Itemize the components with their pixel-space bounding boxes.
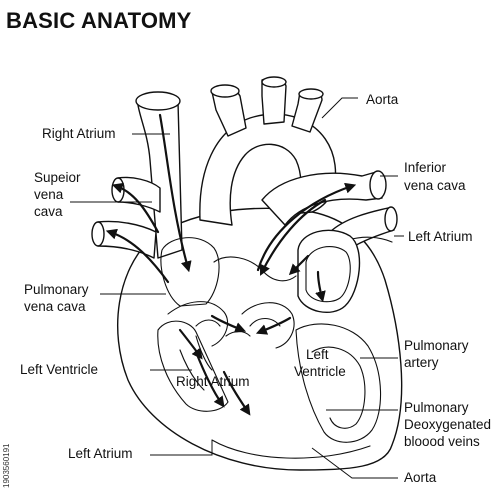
flow-arrow-septum bbox=[178, 328, 203, 360]
label-pulmonary-artery-1: Pulmonary bbox=[404, 338, 469, 353]
left-side-vessel-upper bbox=[117, 176, 161, 213]
leader-lines bbox=[70, 97, 404, 479]
septum-valve-left bbox=[167, 301, 229, 347]
svc-opening bbox=[135, 91, 181, 111]
label-left-atrium-bottom: Left Atrium bbox=[68, 446, 133, 461]
label-inferior-vena-cava-1: Inferior bbox=[404, 160, 447, 175]
label-pulmonary-vena-cava-2: vena cava bbox=[24, 299, 86, 314]
right-vessel-opening bbox=[384, 206, 398, 232]
leader-aorta-top bbox=[321, 97, 358, 119]
flow-arrow-left-lower bbox=[105, 228, 170, 284]
flow-arrow-svc bbox=[158, 113, 192, 273]
apex-detail bbox=[211, 439, 371, 459]
label-superior-vena-cava-1: Supeior bbox=[34, 170, 81, 185]
left-ventricle-chamber bbox=[295, 323, 382, 443]
branch-1-opening bbox=[210, 84, 240, 98]
pulmonary-trunk-opening bbox=[369, 170, 387, 200]
label-superior-vena-cava-2: vena bbox=[34, 187, 64, 202]
flow-arrow-left-upper bbox=[111, 182, 160, 234]
label-left-ventricle-left: Left Ventricle bbox=[20, 362, 98, 377]
labels: Aorta Right Atrium Inferior vena cava Su… bbox=[20, 92, 491, 485]
flow-arrow-center-right bbox=[255, 316, 292, 335]
septum-valve-right bbox=[241, 302, 295, 349]
label-pulmonary-vena-cava-1: Pulmonary bbox=[24, 282, 89, 297]
label-aorta-bottom: Aorta bbox=[404, 470, 437, 485]
label-right-atrium-inner: Right Atrium bbox=[176, 374, 250, 389]
label-left-ventricle-inner-1: Left bbox=[306, 347, 329, 362]
label-pulmonary-deoxygenated-3: bloood veins bbox=[404, 434, 480, 449]
flow-arrow-center-left bbox=[210, 314, 247, 333]
label-left-atrium-right: Left Atrium bbox=[408, 229, 473, 244]
label-aorta-top: Aorta bbox=[366, 92, 399, 107]
flow-arrow-la bbox=[315, 270, 326, 303]
label-right-atrium-top: Right Atrium bbox=[42, 126, 116, 141]
right-ventricle-papillary bbox=[179, 335, 213, 391]
label-superior-vena-cava-3: cava bbox=[34, 204, 63, 219]
label-inferior-vena-cava-2: vena cava bbox=[404, 178, 466, 193]
flow-arrow-pulmonary bbox=[256, 182, 357, 272]
left-vessel-lower-opening bbox=[91, 221, 105, 247]
right-ventricle-chamber bbox=[157, 320, 229, 412]
left-vessel-upper-opening bbox=[111, 177, 125, 203]
branch-2-opening bbox=[261, 76, 287, 88]
flow-arrow-la-in bbox=[288, 254, 310, 276]
label-left-ventricle-inner-2: Ventricle bbox=[294, 364, 346, 379]
left-ventricle-inner bbox=[311, 346, 366, 429]
label-pulmonary-deoxygenated-2: Deoxygenated bbox=[404, 417, 491, 432]
leader-left-atrium-bottom bbox=[150, 440, 213, 456]
label-pulmonary-deoxygenated-1: Pulmonary bbox=[404, 400, 469, 415]
flow-arrow-rv-down-2 bbox=[222, 370, 251, 416]
flow-arrow-aorta-down bbox=[260, 198, 327, 276]
right-atrium-chamber bbox=[160, 237, 220, 307]
label-pulmonary-artery-2: artery bbox=[404, 355, 439, 370]
branch-3-opening bbox=[298, 88, 324, 100]
leader-aorta-bottom bbox=[311, 447, 398, 479]
page-title: BASIC ANATOMY bbox=[6, 8, 192, 33]
flow-arrows bbox=[105, 113, 357, 416]
